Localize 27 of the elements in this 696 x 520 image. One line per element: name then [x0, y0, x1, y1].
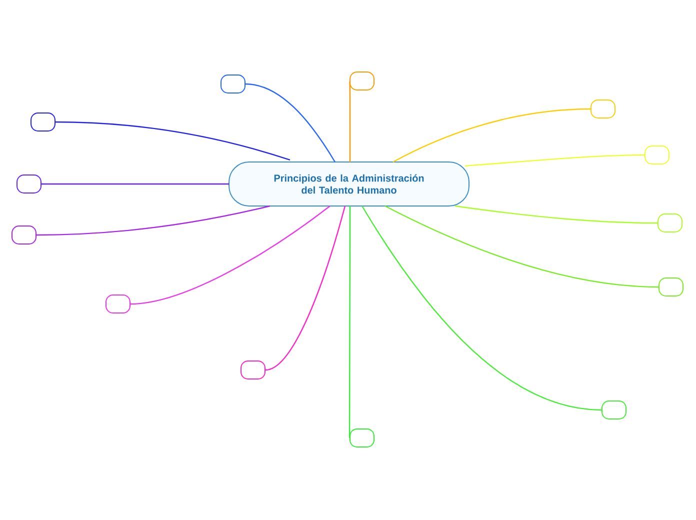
topic-box	[658, 278, 684, 296]
branch-line	[42, 183, 229, 185]
branch-line	[36, 205, 270, 236]
branch-line	[362, 206, 602, 411]
topic-box	[602, 400, 626, 420]
topic-box	[220, 74, 246, 94]
branch-line	[384, 205, 659, 288]
branch-line	[348, 206, 351, 438]
branch-line	[56, 121, 290, 161]
topic-box	[590, 100, 616, 118]
branch-line	[130, 206, 330, 305]
topic-box	[16, 174, 42, 194]
branch-line	[348, 80, 351, 162]
branch-line	[245, 83, 336, 162]
topic-box	[658, 214, 682, 232]
topic-box	[644, 146, 670, 164]
topic-box	[12, 226, 36, 244]
central-topic: Principios de la Administración del Talento Humano	[228, 162, 470, 206]
branch-line	[265, 206, 346, 371]
branch-line	[454, 205, 658, 224]
branch-line	[392, 108, 591, 163]
branch-line	[464, 154, 644, 167]
topic-box	[350, 72, 374, 90]
topic-box	[350, 428, 374, 448]
topic-box	[30, 112, 56, 132]
topic-box	[240, 360, 266, 380]
topic-box	[106, 294, 130, 314]
